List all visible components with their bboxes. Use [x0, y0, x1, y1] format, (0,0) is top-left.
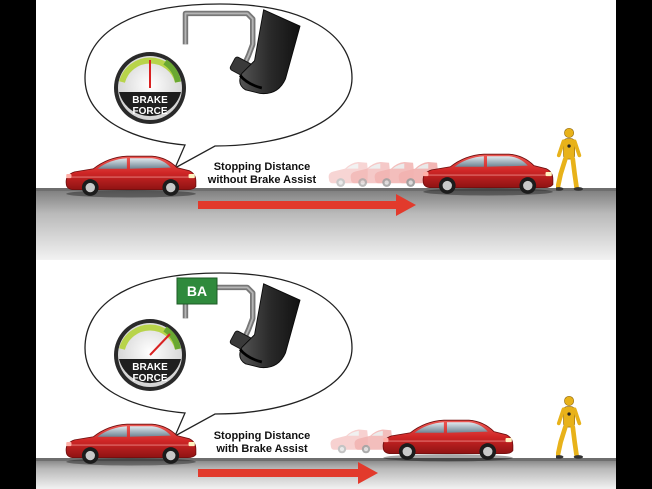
- stopping-distance-label-line2: without Brake Assist: [207, 174, 317, 186]
- ba-badge: BA: [176, 277, 218, 305]
- stopping-distance-label-line2: with Brake Assist: [215, 443, 308, 455]
- brake-force-gauge-icon: BRAKE FORCE: [114, 52, 186, 124]
- brake-force-gauge-icon: BRAKE FORCE: [114, 319, 186, 391]
- stopping-distance-arrow: [198, 462, 378, 484]
- stopping-distance-label-line1: Stopping Distance: [214, 430, 311, 442]
- panel-with-brake-assist: BRAKE FORCE BA Stopping Distance with Br…: [36, 272, 616, 489]
- gauge-label-line2: FORCE: [133, 373, 168, 384]
- gauge-label-line1: BRAKE: [132, 95, 168, 106]
- panel-without-brake-assist: BRAKE FORCE Stopping Distance without Br…: [36, 3, 616, 260]
- stopping-distance-label-line1: Stopping Distance: [214, 161, 311, 173]
- gauge-label-line1: BRAKE: [132, 362, 168, 373]
- gauge-label-line2: FORCE: [133, 106, 168, 117]
- road-ground: [36, 188, 616, 260]
- stopping-distance-arrow: [198, 194, 416, 216]
- brake-pedal-bubble: BRAKE FORCE: [84, 3, 353, 170]
- brake-pedal-bubble: BRAKE FORCE BA: [84, 272, 353, 438]
- ba-badge-text: BA: [187, 283, 207, 299]
